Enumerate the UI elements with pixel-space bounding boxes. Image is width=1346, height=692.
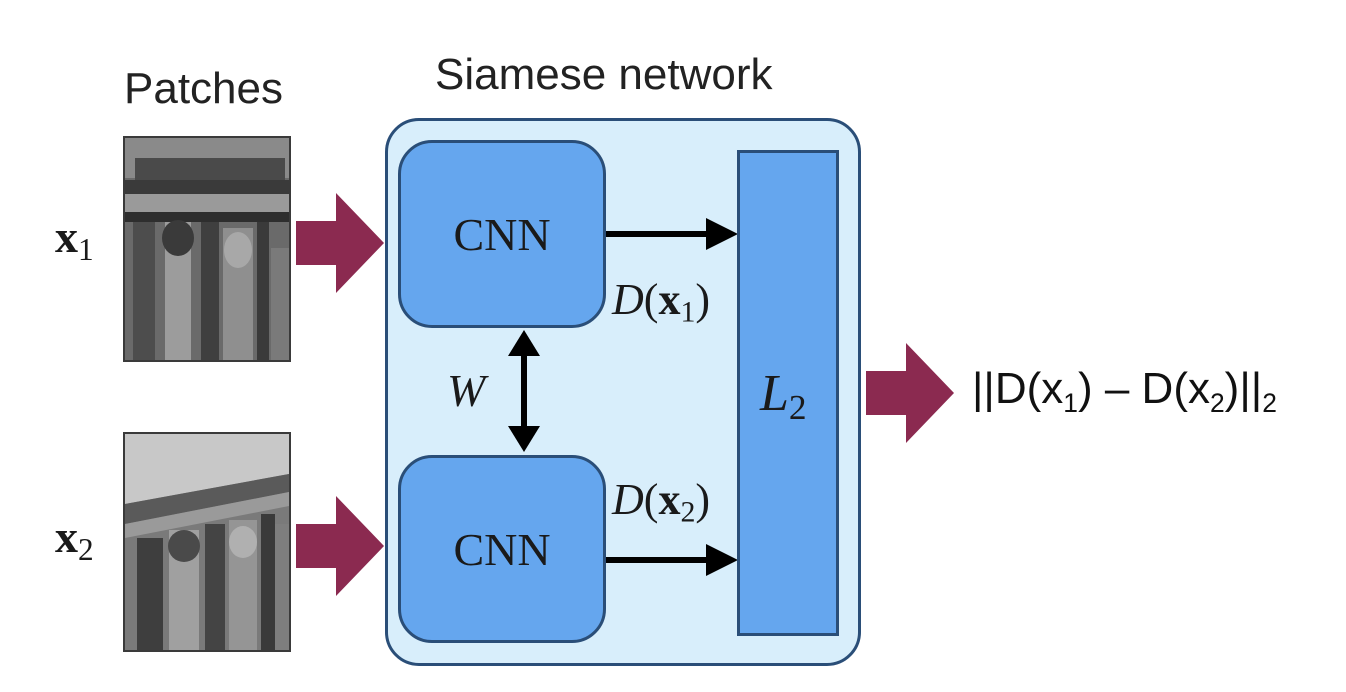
output-distance-expression: ||D(x1) – D(x2)||2 (972, 364, 1277, 419)
cnn-block-bottom: CNN (398, 455, 606, 643)
feature-label-d-x2: D(x2) (612, 475, 711, 529)
weight-sharing-icon (508, 330, 540, 452)
l2-distance-block (737, 150, 839, 636)
input-arrow-2-icon (296, 496, 384, 596)
patch-image-2 (123, 432, 291, 652)
cnn-block-top: CNN (398, 140, 606, 328)
feature-arrow-bottom-icon (606, 544, 738, 576)
patches-title: Patches (124, 64, 283, 113)
input-arrow-1-icon (296, 193, 384, 293)
patch-image-1 (123, 136, 291, 362)
shared-weights-label: W (447, 365, 486, 416)
input-label-x1: x1 (55, 211, 94, 267)
feature-label-d-x1: D(x1) (612, 275, 711, 329)
input-label-x2: x2 (55, 511, 94, 567)
siamese-network-title: Siamese network (435, 50, 773, 99)
feature-arrow-top-icon (606, 218, 738, 250)
l2-label: L2 (760, 365, 807, 427)
output-arrow-icon (866, 343, 954, 443)
